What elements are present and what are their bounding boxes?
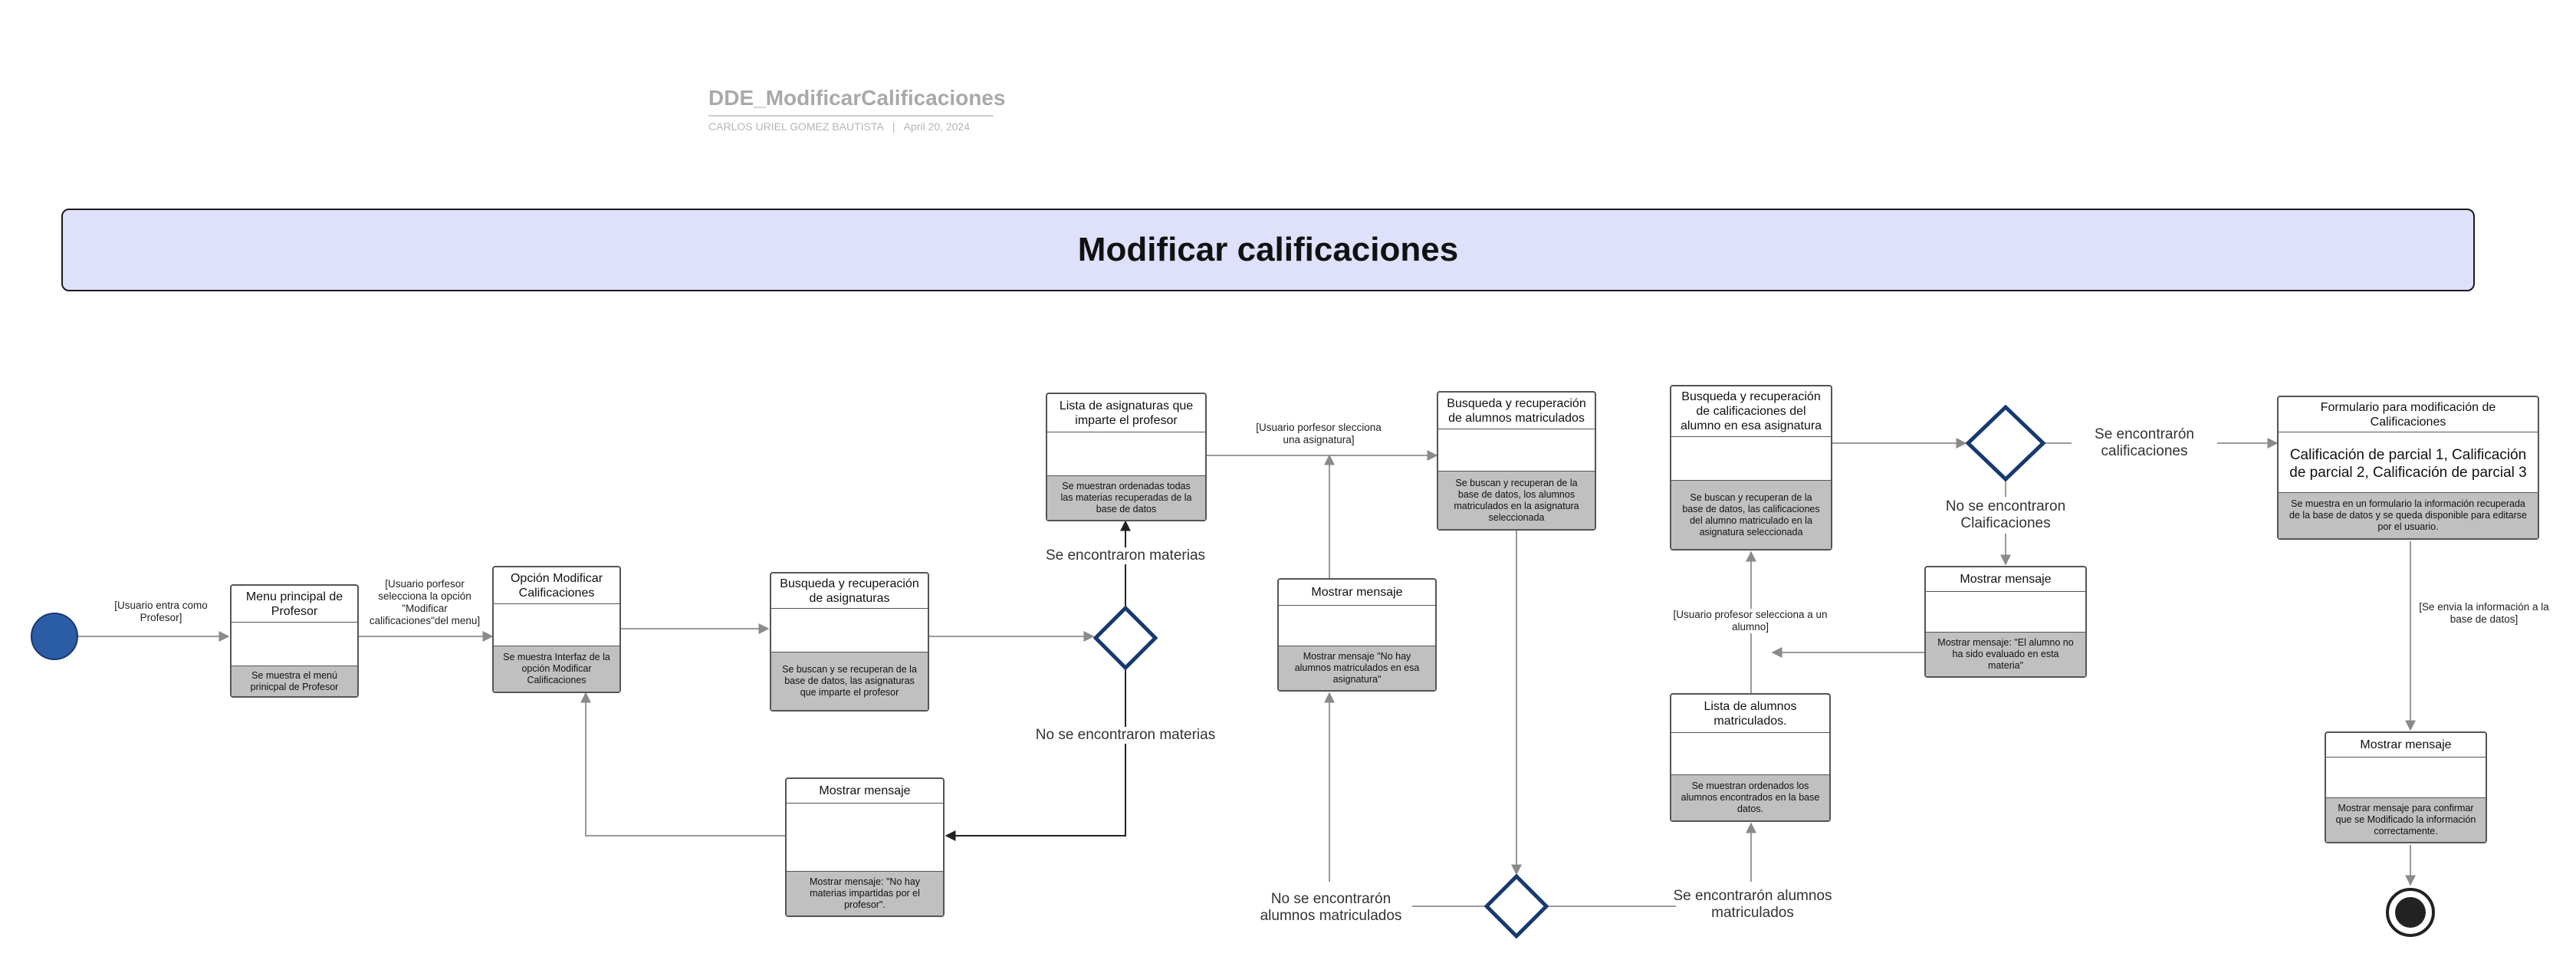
guard-no-alumnos: No se encontrarón alumnos matriculados [1260,891,1402,924]
edge-label-envia: [Se envia la información a la base de da… [2419,601,2549,625]
node-description: Se muestran ordenadas todas las materias… [1047,475,1205,520]
node-msg-no-evaluado[interactable]: Mostrar mensaje Mostrar mensaje: "El alu… [1924,566,2087,678]
node-description: Mostrar mensaje: "El alumno no ha sido e… [1926,632,2085,676]
node-title: Mostrar mensaje [2326,733,2486,758]
edge-label-selecciona-alumno: [Usuario profesor selecciona a un alumno… [1670,609,1831,633]
node-title: Mostrar mensaje [1279,580,1435,606]
node-title: Lista de alumnos matriculados. [1671,695,1829,733]
node-description: Mostrar mensaje "No hay alumnos matricul… [1279,646,1435,690]
node-body: Calificación de parcial 1, Calificación … [2289,447,2527,481]
node-busqueda-asignaturas[interactable]: Busqueda y recuperación de asignaturas S… [770,572,929,712]
node-description: Mostrar mensaje para confirmar que se Mo… [2326,797,2486,842]
node-lista-asignaturas[interactable]: Lista de asignaturas que imparte el prof… [1046,393,1207,521]
edge-label-selecciona-asignatura: [Usuario porfesor slecciona una asignatu… [1256,422,1382,445]
node-description: Se muestra Interfaz de la opción Modific… [494,646,619,692]
final-node[interactable] [2386,888,2435,937]
node-title: Lista de asignaturas que imparte el prof… [1047,394,1205,432]
decision-materias[interactable] [1093,606,1158,670]
node-title: Busqueda y recuperación de asignaturas [771,574,928,609]
edge-decision-msg [945,666,1126,841]
document-meta: CARLOS URIEL GOMEZ BAUTISTA | April 20, … [708,120,970,133]
edge-label-selecciona-opcion: [Usuario porfesor selecciona la opción "… [369,578,481,626]
node-formulario[interactable]: Formulario para modificación de Califica… [2277,396,2539,540]
document-title: DDE_ModificarCalificaciones [708,86,1006,110]
initial-node[interactable] [31,613,78,660]
node-title: Busqueda y recuperación de alumnos matri… [1438,393,1595,429]
node-title: Mostrar mensaje [1926,567,2085,592]
node-description: Se buscan y recuperan de la base de dato… [1671,480,1831,549]
node-busqueda-calificaciones[interactable]: Busqueda y recuperación de calificacione… [1670,385,1832,551]
edge-label-entra: [Usuario entra como Profesor] [114,600,208,623]
node-opcion-modificar[interactable]: Opción Modificar Calificaciones Se muest… [492,566,621,693]
node-description: Se muestran ordenados los alumnos encont… [1671,774,1829,820]
title-divider [708,115,994,117]
guard-no-materias: No se encontraron materias [1020,727,1231,744]
edge-msg-opcion [580,692,785,836]
meta-separator: | [892,120,895,133]
node-msg-no-materias[interactable]: Mostrar mensaje Mostrar mensaje: "No hay… [785,777,945,917]
document-date: April 20, 2024 [903,120,970,133]
decision-calificaciones[interactable] [1966,405,2045,482]
guard-no-calificaciones: No se encontraron Claificaciones [1945,498,2066,531]
node-description: Se buscan y se recuperan de la base de d… [771,652,928,710]
node-menu-principal[interactable]: Menu principal de Profesor Se muestra el… [230,584,359,698]
guard-si-materias: Se encontraron materias [1027,547,1224,564]
guard-si-alumnos: Se encontrarón alumnos matriculados [1673,888,1832,921]
node-description: Mostrar mensaje: "No hay materias impart… [787,871,943,915]
node-description: Se muestra el menú prinicpal de Profesor [232,666,357,696]
node-description: Se buscan y recuperan de la base de dato… [1438,471,1595,529]
activity-banner: Modificar calificaciones [61,209,2475,291]
node-busqueda-alumnos[interactable]: Busqueda y recuperación de alumnos matri… [1437,391,1596,531]
node-title: Formulario para modificación de Califica… [2279,397,2538,432]
node-title: Opción Modificar Calificaciones [494,567,619,604]
decision-alumnos[interactable] [1484,874,1549,938]
guard-si-calificaciones: Se encontrarón calificaciones [2095,426,2194,459]
banner-title: Modificar calificaciones [1077,231,1459,268]
node-lista-alumnos[interactable]: Lista de alumnos matriculados. Se muestr… [1670,693,1831,822]
node-msg-no-alumnos[interactable]: Mostrar mensaje Mostrar mensaje "No hay … [1277,578,1437,692]
node-title: Mostrar mensaje [787,779,943,804]
node-description: Se muestra en un formulario la informaci… [2279,492,2538,538]
node-title: Busqueda y recuperación de calificacione… [1671,386,1831,437]
node-title: Menu principal de Profesor [232,586,357,623]
node-msg-confirmacion[interactable]: Mostrar mensaje Mostrar mensaje para con… [2325,731,2487,843]
document-author: CARLOS URIEL GOMEZ BAUTISTA [708,120,883,133]
